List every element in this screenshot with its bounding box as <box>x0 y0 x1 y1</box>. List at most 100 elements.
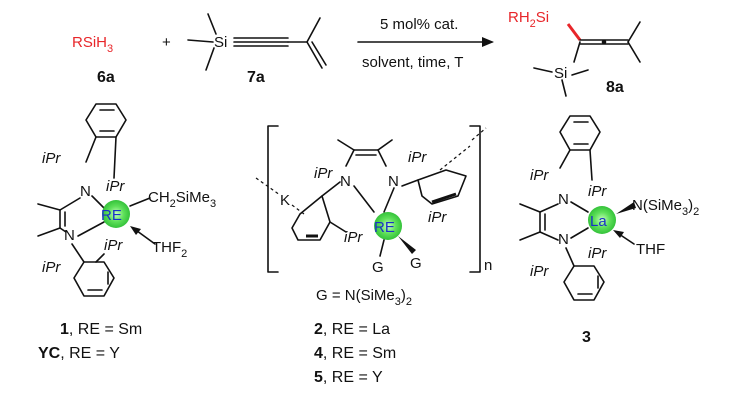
svg-text:RH2Si: RH2Si <box>508 9 549 30</box>
bond <box>559 149 571 169</box>
metal-center-glow <box>102 200 130 228</box>
ipr-label: iPr <box>588 245 607 262</box>
polymer-link-dash <box>471 127 487 141</box>
k-dash <box>255 177 281 196</box>
n-bottom: N <box>64 227 75 244</box>
aryl-ring <box>563 265 605 301</box>
cat2-desc: , RE = La <box>323 321 390 338</box>
svg-text:iPr: iPr <box>42 259 61 276</box>
ipr-label: iPr <box>42 259 61 276</box>
cat1-number: 1 <box>60 321 69 338</box>
dative-arrowhead <box>613 230 624 238</box>
bond <box>589 149 593 181</box>
metal-label: RE <box>374 219 395 236</box>
ligand-thf: THF <box>636 241 665 258</box>
bond <box>306 41 323 69</box>
bond <box>71 243 85 263</box>
wedge-bond <box>398 236 416 254</box>
n-bottom: N <box>558 231 569 248</box>
bond <box>345 149 355 167</box>
ipr-label: iPr <box>106 178 125 195</box>
plus-sign: + <box>162 34 171 51</box>
svg-text:4, RE = Sm: 4, RE = Sm <box>314 345 396 362</box>
bond <box>59 227 67 233</box>
metal-label: RE <box>101 207 122 224</box>
bond <box>533 67 553 73</box>
svg-text:RSiH3: RSiH3 <box>72 34 113 55</box>
aryl-ring <box>291 195 331 241</box>
polymer-link-dash <box>439 145 471 171</box>
svg-text:1, RE = Sm: 1, RE = Sm <box>60 321 142 338</box>
ipr-label: iPr <box>104 237 123 254</box>
ligand-thf: THF <box>152 239 181 256</box>
red-bond <box>566 23 582 41</box>
bond <box>627 41 641 63</box>
product-group-sub: 2 <box>530 18 536 30</box>
arrow-bottom-text: solvent, time, T <box>362 54 463 71</box>
bond <box>573 41 581 63</box>
bond <box>539 203 559 213</box>
cat4-desc: , RE = Sm <box>323 345 396 362</box>
bond <box>383 187 395 213</box>
svg-text:iPr: iPr <box>530 167 549 184</box>
svg-text:THF2: THF2 <box>152 239 187 260</box>
wedge-bond <box>616 202 636 214</box>
cat1-desc: , RE = Sm <box>69 321 142 338</box>
bond <box>207 13 217 35</box>
cat5-number: 5 <box>314 369 323 386</box>
reactant-6a: RSiH3 6a <box>72 34 115 86</box>
catalyst-3: iPr iPr N N La N(SiMe3)2 THF iPr iPr 3 <box>519 115 699 346</box>
svg-text:iPr: iPr <box>104 237 123 254</box>
bond <box>85 136 97 163</box>
reaction-arrow: 5 mol% cat. solvent, time, T <box>357 16 494 71</box>
bond <box>77 221 105 237</box>
ligand-amide-tail: ) <box>688 197 693 214</box>
n-left: N <box>340 173 351 190</box>
bond <box>205 47 215 71</box>
ipr-label: iPr <box>408 149 427 166</box>
g-definition: G = N(SiMe <box>316 287 395 304</box>
ligand-amide-sub: 3 <box>682 206 688 218</box>
arrow-top-text: 5 mol% cat. <box>380 16 458 33</box>
svg-text:iPr: iPr <box>530 263 549 280</box>
g-ligand: G <box>410 255 422 272</box>
ipr-label: iPr <box>314 165 333 182</box>
ipr-label: iPr <box>530 263 549 280</box>
svg-text:iPr: iPr <box>314 165 333 182</box>
cat2-number: 2 <box>314 321 323 338</box>
g-def-sub2: 2 <box>406 296 412 308</box>
reactant-7a: Si 7a <box>187 13 327 86</box>
n-right: N <box>388 173 399 190</box>
bond <box>353 185 375 213</box>
svg-text:iPr: iPr <box>106 178 125 195</box>
aryl-ring <box>73 261 115 297</box>
allene-center <box>601 39 607 45</box>
metal-center-glow <box>588 206 616 234</box>
bond <box>570 227 589 239</box>
reactant-7a-si: Si <box>214 34 227 51</box>
reactant-6a-subscript: 3 <box>107 43 113 55</box>
bond <box>95 253 105 263</box>
reactant-7a-label: 7a <box>247 69 265 86</box>
bond <box>306 17 321 43</box>
catyc-number: YC <box>38 345 61 362</box>
bond <box>321 181 341 197</box>
bond <box>379 239 385 257</box>
svg-text:iPr: iPr <box>344 229 363 246</box>
product-group: RH <box>508 9 530 26</box>
ligand-amide-sub2: 2 <box>693 206 699 218</box>
cat5-desc: , RE = Y <box>323 369 383 386</box>
ipr-label: iPr <box>42 150 61 167</box>
bond <box>59 197 81 211</box>
bond <box>539 231 559 241</box>
ligand-amide: N(SiMe <box>632 197 682 214</box>
svg-text:N(SiMe3)2: N(SiMe3)2 <box>632 197 699 218</box>
aryl-ring <box>417 169 467 205</box>
ipr-label: iPr <box>530 167 549 184</box>
reactant-6a-label: 6a <box>97 69 115 86</box>
methyl <box>337 139 355 151</box>
bond <box>571 69 589 76</box>
metal-label: La <box>590 213 607 230</box>
bond <box>129 197 151 207</box>
